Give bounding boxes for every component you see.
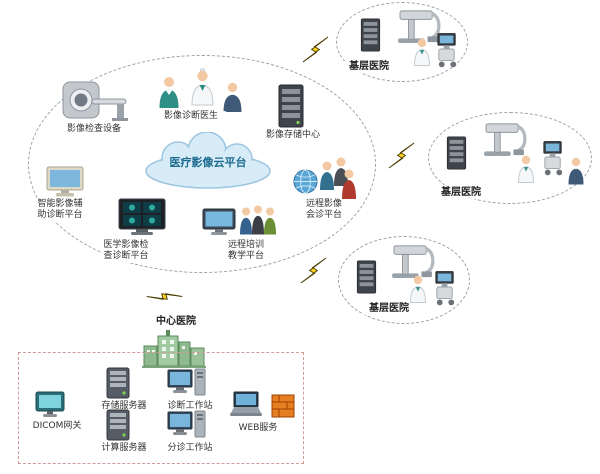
globe-icon	[293, 169, 318, 194]
doctor-icon	[413, 38, 431, 66]
people-group-icon	[240, 205, 276, 235]
diagnosis-workstation-label: 诊断工作站	[163, 401, 217, 413]
monitor-icon	[46, 166, 84, 197]
storage-server-icon	[106, 367, 130, 399]
cloud-platform-boundary	[28, 55, 376, 273]
lightning-bolt-icon	[146, 293, 183, 300]
cloud-platform-label: 医疗影像云平台	[169, 156, 247, 169]
center-hospital-box: DICOM网关 存储服务器 诊断工作站 计算服务器	[18, 352, 304, 464]
lightning-bolt-icon	[302, 36, 329, 63]
hospital-building-icon	[142, 330, 206, 368]
doctor-icon	[191, 68, 214, 106]
equipment-label: 影像检查设备	[56, 124, 132, 136]
compute-server-label: 计算服务器	[97, 443, 151, 455]
branch-hospital-label: 基层医院	[363, 303, 415, 315]
web-service-label: WEB服务	[233, 423, 283, 435]
doctor-icon	[409, 275, 427, 303]
lightning-bolt-icon	[388, 142, 415, 169]
doctor-icon	[159, 77, 179, 108]
server-rack-icon	[278, 84, 304, 128]
server-rack-icon	[360, 18, 381, 52]
firewall-icon	[271, 394, 295, 418]
cloud-platform-node: 医疗影像云平台	[138, 132, 278, 192]
ultrasound-cart-icon	[435, 271, 455, 306]
center-hospital-label: 中心医院	[146, 316, 206, 328]
doctor-icon	[568, 157, 584, 185]
storage-server-label: 存储服务器	[97, 401, 151, 413]
imaging-monitor-icon	[118, 198, 166, 235]
branch-hospital-3: 基层医院	[338, 236, 470, 324]
triage-workstation-icon	[167, 410, 206, 438]
diagnosis-workstation-icon	[167, 368, 206, 396]
ct-scanner-icon	[62, 81, 128, 121]
doctor-icon	[223, 82, 242, 112]
branch-hospital-label: 基层医院	[343, 61, 395, 73]
consult-people-icon	[320, 157, 356, 199]
ultrasound-cart-icon	[543, 141, 563, 176]
cloud-icon	[145, 132, 271, 189]
branch-hospital-1: 基层医院	[336, 2, 468, 82]
dicom-monitor-icon	[35, 391, 65, 417]
exam-diagnosis-label: 医学影像检查诊断平台	[102, 240, 150, 263]
branch-hospital-2: 基层医院	[428, 112, 592, 204]
doctors-label: 影像诊断医生	[156, 111, 226, 123]
ai-assist-label: 智能影像辅助诊断平台	[36, 199, 84, 222]
server-rack-icon	[446, 136, 467, 170]
triage-workstation-label: 分诊工作站	[163, 443, 217, 455]
branch-hospital-label: 基层医院	[435, 187, 487, 199]
lightning-bolt-icon	[300, 257, 327, 284]
ultrasound-cart-icon	[437, 33, 457, 68]
storage-label: 影像存储中心	[262, 130, 324, 142]
server-rack-icon	[356, 260, 377, 294]
training-monitor-icon	[202, 208, 236, 235]
compute-server-icon	[106, 409, 130, 441]
doctor-icon	[517, 155, 535, 183]
xray-machine-icon	[484, 123, 527, 157]
xray-machine-icon	[398, 10, 441, 44]
remote-consult-label: 远程影像会诊平台	[304, 199, 344, 222]
remote-training-label: 远程培训教学平台	[226, 240, 266, 263]
laptop-icon	[230, 391, 262, 416]
dicom-gateway-label: DICOM网关	[27, 421, 87, 433]
xray-machine-icon	[392, 245, 435, 279]
